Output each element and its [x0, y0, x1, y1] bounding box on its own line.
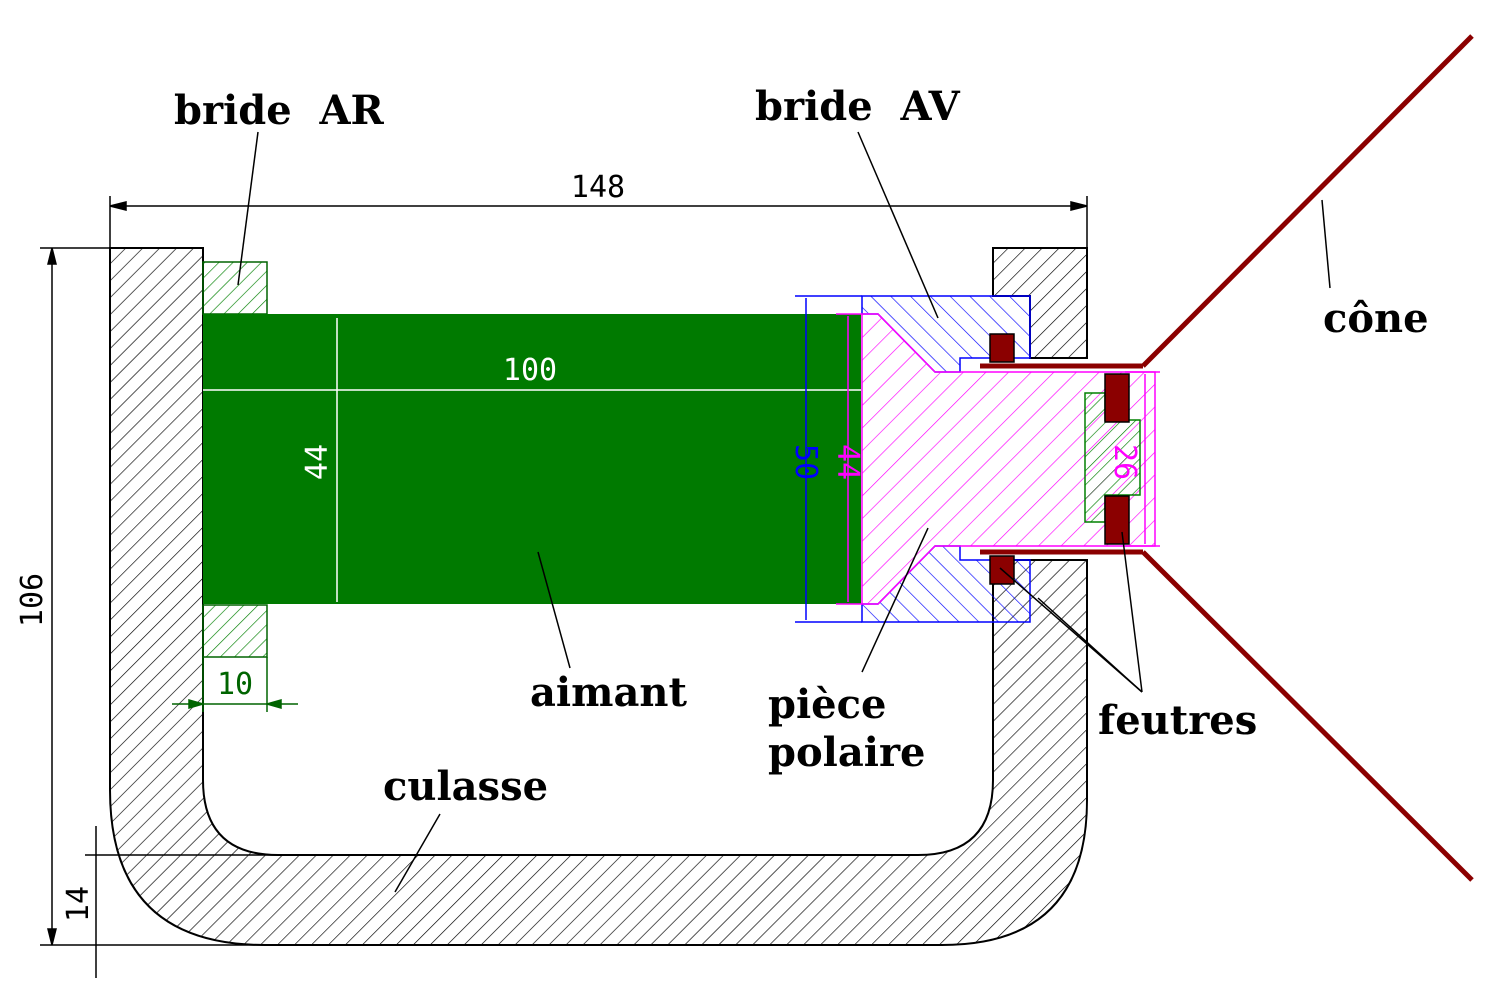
cone-upper-line	[1141, 34, 1474, 368]
feutre-bottom-right	[1104, 495, 1130, 545]
feutre-top-right	[1104, 373, 1130, 423]
dim-148-text: 148	[571, 170, 625, 205]
dim-26	[1125, 371, 1160, 547]
aimant-body	[203, 314, 861, 604]
dim-148	[109, 196, 1088, 248]
dim-14-text: 14	[61, 886, 96, 922]
label-culasse: culasse	[383, 763, 548, 810]
bride-ar-top	[202, 261, 268, 315]
dim-14	[85, 826, 278, 978]
feutre-bottom-left	[989, 555, 1015, 585]
culasse-body	[109, 247, 1088, 946]
dim-100-text: 100	[503, 353, 557, 388]
dim-44-pole-text: 44	[830, 444, 865, 480]
dim-10	[172, 657, 298, 712]
label-cone: cône	[1323, 295, 1429, 342]
dim-50	[795, 295, 862, 623]
label-feutres: feutres	[1098, 697, 1257, 744]
dim-10-text: 10	[217, 667, 253, 702]
dim-44-pole	[836, 313, 862, 605]
label-bride-av: bride AV	[755, 83, 961, 130]
dim-26-text: 26	[1107, 444, 1142, 480]
cone-lower-line	[1141, 550, 1474, 882]
label-aimant: aimant	[530, 669, 687, 716]
label-piece-line2: polaire	[768, 729, 925, 776]
feutre-top-left	[989, 333, 1015, 363]
bride-ar-bottom	[202, 604, 268, 658]
label-bride-ar: bride AR	[174, 87, 385, 134]
dim-44-magnet-text: 44	[300, 444, 335, 480]
leader-lines	[237, 131, 1331, 893]
dim-106-text: 106	[15, 573, 50, 627]
dim-50-text: 50	[788, 444, 823, 480]
label-piece-line1: pièce	[768, 681, 886, 728]
dim-106	[40, 247, 265, 946]
